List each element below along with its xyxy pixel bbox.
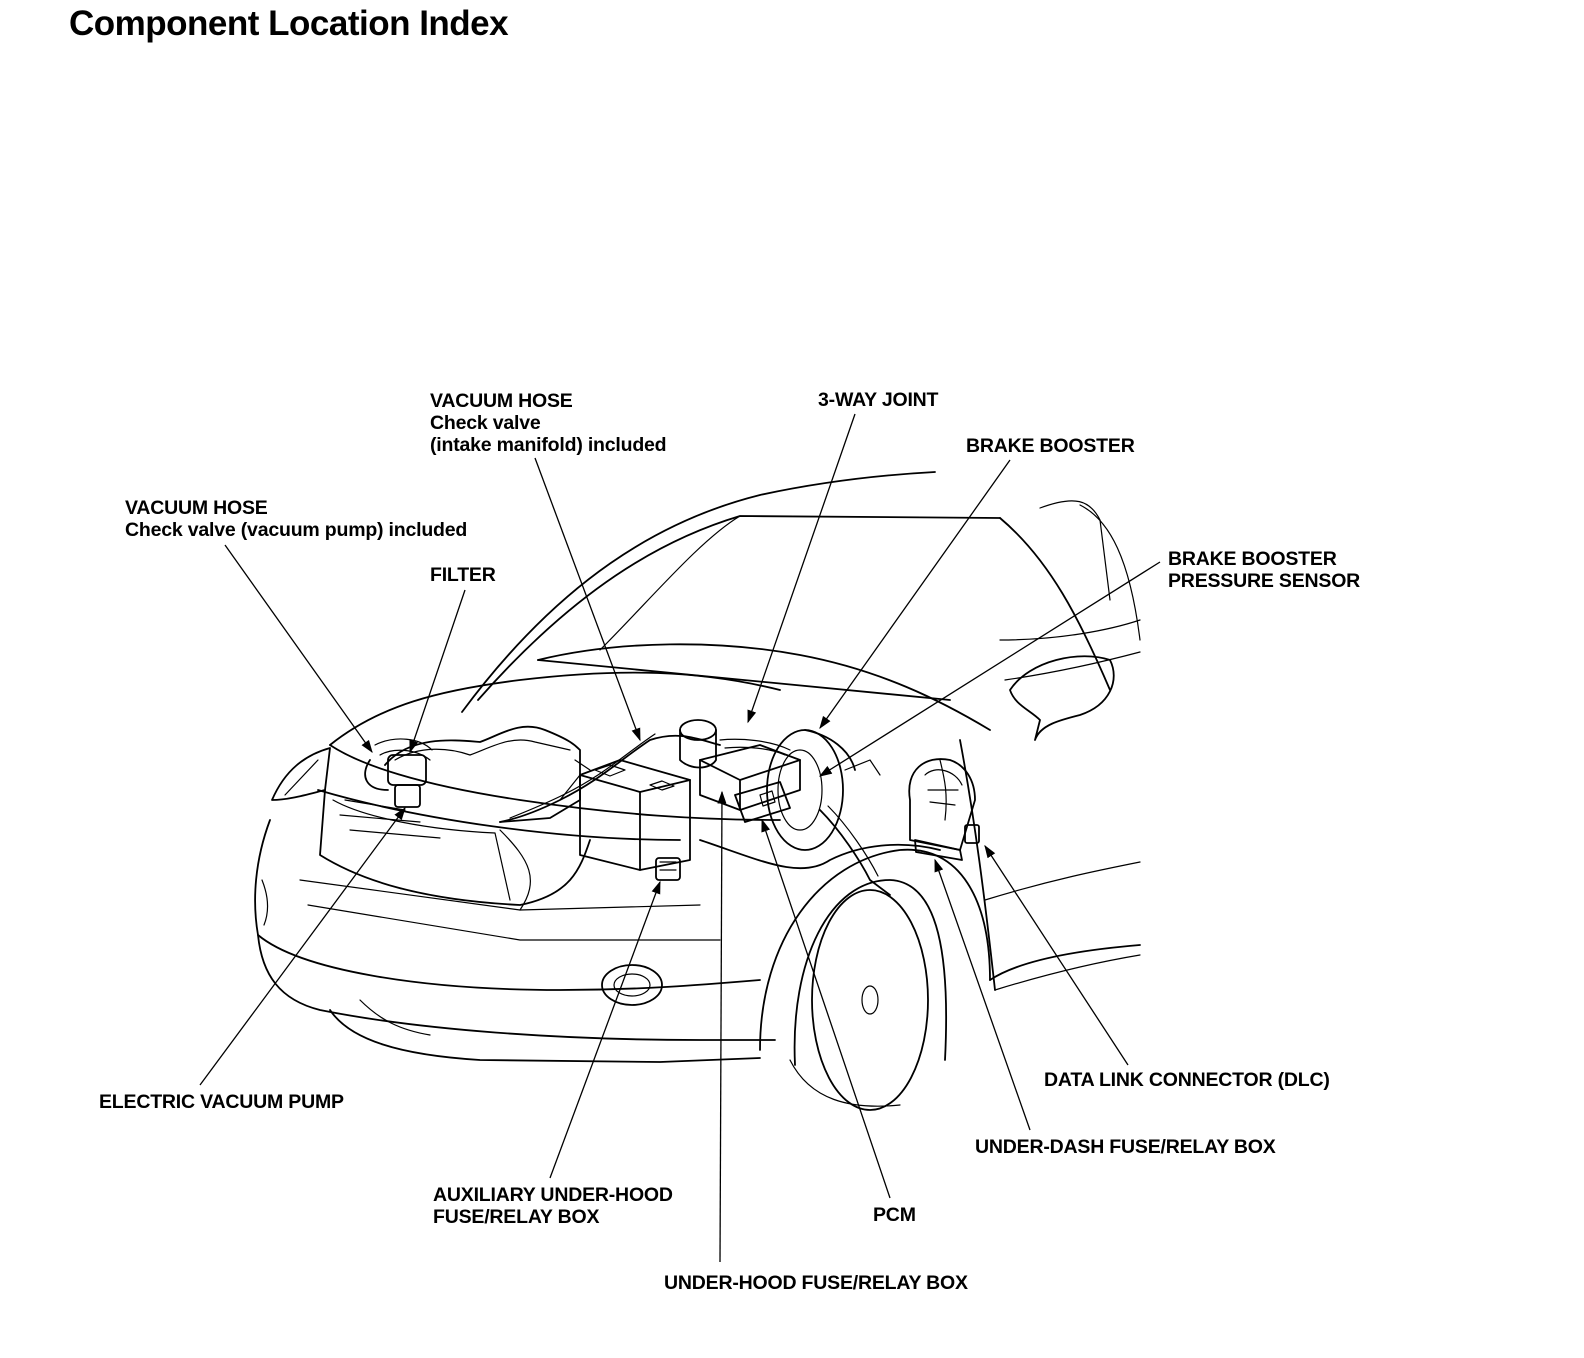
callout-line: 3-WAY JOINT [818,389,939,411]
callout-line: BRAKE BOOSTER [1168,548,1337,570]
callout-vacuum-hose-pump: VACUUM HOSE Check valve (vacuum pump) in… [125,497,467,541]
callout-line: AUXILIARY UNDER-HOOD [433,1184,673,1206]
under-dash-components [908,758,980,861]
callout-line: FUSE/RELAY BOX [433,1206,600,1228]
callout-line: FILTER [430,564,496,586]
callout-line: PRESSURE SENSOR [1168,570,1361,592]
callout-line: UNDER-HOOD FUSE/RELAY BOX [664,1272,968,1294]
car-body [254,471,1141,1111]
callout-auxiliary-under-hood-fuse-relay-box: AUXILIARY UNDER-HOOD FUSE/RELAY BOX [433,1184,673,1228]
callout-electric-vacuum-pump: ELECTRIC VACUUM PUMP [99,1091,344,1113]
callout-data-link-connector: DATA LINK CONNECTOR (DLC) [1044,1069,1330,1091]
callout-vacuum-hose-intake: VACUUM HOSE Check valve (intake manifold… [430,390,667,456]
callout-pcm: PCM [873,1204,916,1226]
callout-line: PCM [873,1204,916,1226]
callout-under-dash-fuse-relay-box: UNDER-DASH FUSE/RELAY BOX [975,1136,1276,1158]
callout-line: VACUUM HOSE [430,390,573,412]
callout-line: VACUUM HOSE [125,497,268,519]
callout-line: Check valve [430,412,541,434]
callout-line: DATA LINK CONNECTOR (DLC) [1044,1069,1330,1091]
callout-line: (intake manifold) included [430,434,667,456]
callout-3-way-joint: 3-WAY JOINT [818,389,938,411]
callout-brake-booster-pressure-sensor: BRAKE BOOSTER PRESSURE SENSOR [1168,548,1360,592]
callout-filter: FILTER [430,564,496,586]
electric-vacuum-pump-part [364,738,433,808]
callout-under-hood-fuse-relay-box: UNDER-HOOD FUSE/RELAY BOX [664,1272,968,1294]
page-title: Component Location Index [69,4,509,43]
callout-line: ELECTRIC VACUUM PUMP [99,1091,344,1113]
callout-line: Check valve (vacuum pump) included [125,519,468,541]
engine-bay [364,719,891,896]
callout-line: BRAKE BOOSTER [966,435,1135,457]
callout-brake-booster: BRAKE BOOSTER [966,435,1135,457]
callout-line: UNDER-DASH FUSE/RELAY BOX [975,1136,1276,1158]
leader-lines [199,413,1161,1263]
